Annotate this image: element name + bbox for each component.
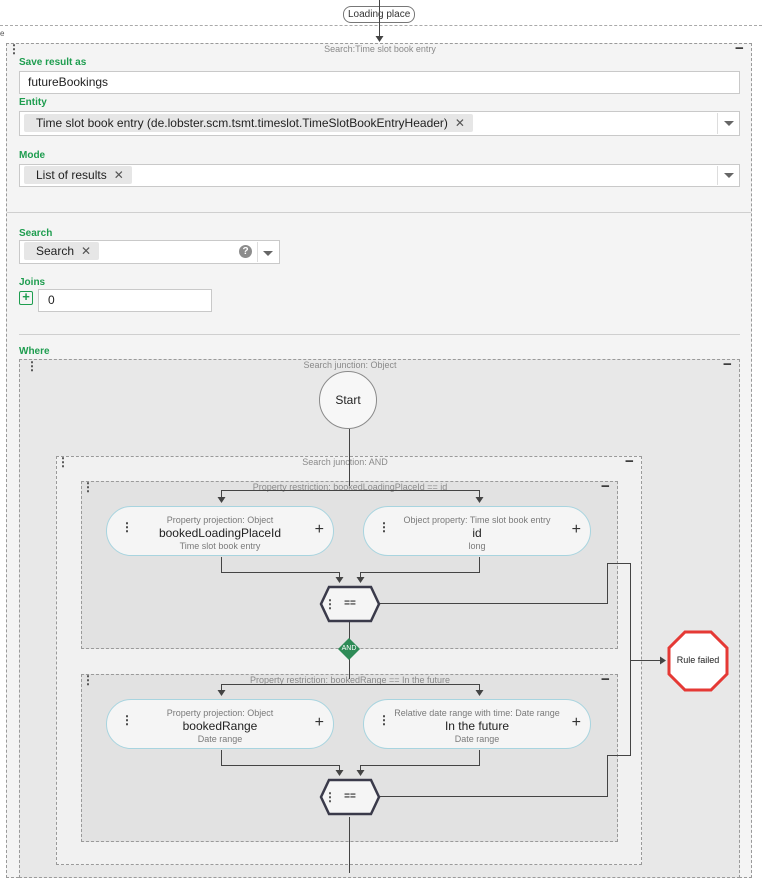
section-divider <box>7 212 751 213</box>
save-result-input[interactable]: futureBookings <box>19 71 740 94</box>
property-restriction-2-title: Property restriction: bookedRange == In … <box>249 675 451 685</box>
node-sub-label: Time slot book entry <box>179 541 261 551</box>
search-junction-and-menu-icon[interactable]: ⋮ <box>57 455 69 469</box>
edge-glyph: e <box>0 29 5 38</box>
node-add-icon[interactable]: + <box>571 521 581 538</box>
equals-operator-2-menu-icon[interactable]: ⋮ <box>324 790 336 804</box>
node-sub-label: Date range <box>454 734 500 744</box>
search-junction-object-collapse-icon[interactable]: − <box>723 356 732 373</box>
search-select-separator <box>257 242 258 262</box>
search-dropdown-icon[interactable] <box>263 251 273 256</box>
property-restriction-2-collapse-icon[interactable]: − <box>601 671 610 688</box>
search-container-collapse-icon[interactable]: − <box>735 40 744 57</box>
property-restriction-1-menu-icon[interactable]: ⋮ <box>82 480 94 494</box>
start-node[interactable]: Start <box>319 371 377 429</box>
mode-chip-label: List of results <box>36 168 107 182</box>
mode-chip-remove-icon[interactable]: ✕ <box>113 168 124 182</box>
property-restriction-1-collapse-icon[interactable]: − <box>601 478 610 495</box>
property-projection-node-1[interactable]: ⋮ Property projection: Object bookedLoad… <box>106 506 334 556</box>
mode-label: Mode <box>19 150 46 161</box>
node-name-label: bookedLoadingPlaceId <box>158 526 282 540</box>
mode-dropdown-icon[interactable] <box>724 173 734 178</box>
mode-chip[interactable]: List of results ✕ <box>24 166 132 184</box>
node-add-icon[interactable]: + <box>314 714 324 731</box>
search-chip-remove-icon[interactable]: ✕ <box>81 244 92 258</box>
property-restriction-2-menu-icon[interactable]: ⋮ <box>82 673 94 687</box>
mode-select[interactable] <box>19 164 740 187</box>
entity-chip[interactable]: Time slot book entry (de.lobster.scm.tsm… <box>24 114 473 132</box>
node-type-label: Property projection: Object <box>166 515 274 525</box>
node-type-label: Relative date range with time: Date rang… <box>394 708 560 718</box>
node-sub-label: long <box>468 541 486 551</box>
loading-place-node[interactable]: Loading place <box>343 6 416 23</box>
save-result-value: futureBookings <box>28 75 109 89</box>
search-junction-and-title: Search junction: AND <box>302 457 388 467</box>
node-name-label: id <box>472 526 482 540</box>
search-help-icon[interactable]: ? <box>239 245 252 258</box>
rule-failed-label: Rule failed <box>676 655 720 665</box>
property-projection-node-2[interactable]: ⋮ Property projection: Object bookedRang… <box>106 699 334 749</box>
and-diamond-icon[interactable] <box>337 637 361 661</box>
rule-failed-stop-icon[interactable] <box>667 630 729 692</box>
equals-operator-1[interactable] <box>319 585 381 623</box>
search-junction-object-title: Search junction: Object <box>303 360 397 370</box>
entity-select-separator <box>717 113 718 134</box>
node-sub-label: Date range <box>197 734 243 744</box>
search-junction-and-collapse-icon[interactable]: − <box>625 453 634 470</box>
relative-date-range-node[interactable]: ⋮ Relative date range with time: Date ra… <box>363 699 591 749</box>
joins-input[interactable]: 0 <box>38 289 212 312</box>
object-property-node-1[interactable]: ⋮ Object property: Time slot book entry … <box>363 506 591 556</box>
search-junction-object-menu-icon[interactable]: ⋮ <box>26 359 38 373</box>
where-label: Where <box>19 346 50 357</box>
dashed-divider <box>0 25 762 26</box>
search-container-title: Search:Time slot book entry <box>324 44 436 54</box>
entity-chip-label: Time slot book entry (de.lobster.scm.tsm… <box>36 116 448 130</box>
joins-value: 0 <box>48 293 55 307</box>
node-type-label: Object property: Time slot book entry <box>403 515 551 525</box>
node-name-label: bookedRange <box>182 719 258 733</box>
joins-label: Joins <box>19 277 46 288</box>
search-chip[interactable]: Search ✕ <box>24 242 100 260</box>
and-diamond-label: AND <box>341 645 357 652</box>
equals-operator-1-menu-icon[interactable]: ⋮ <box>324 597 336 611</box>
where-divider <box>19 334 740 335</box>
save-result-label: Save result as <box>19 57 87 68</box>
mode-select-separator <box>717 166 718 185</box>
entity-dropdown-icon[interactable] <box>724 121 734 126</box>
entity-chip-remove-icon[interactable]: ✕ <box>454 116 465 130</box>
node-name-label: In the future <box>444 719 510 733</box>
equals-operator-2-label: == <box>344 791 356 802</box>
node-add-icon[interactable]: + <box>314 521 324 538</box>
property-restriction-1-title: Property restriction: bookedLoadingPlace… <box>252 482 448 492</box>
node-add-icon[interactable]: + <box>571 714 581 731</box>
search-label: Search <box>19 228 53 239</box>
equals-operator-1-label: == <box>344 598 356 609</box>
equals-operator-2[interactable] <box>319 778 381 816</box>
search-container-menu-icon[interactable]: ⋮ <box>8 42 20 56</box>
entity-label: Entity <box>19 97 47 108</box>
search-chip-label: Search <box>36 244 75 258</box>
add-join-button[interactable]: + <box>19 290 33 305</box>
node-type-label: Property projection: Object <box>166 708 274 718</box>
